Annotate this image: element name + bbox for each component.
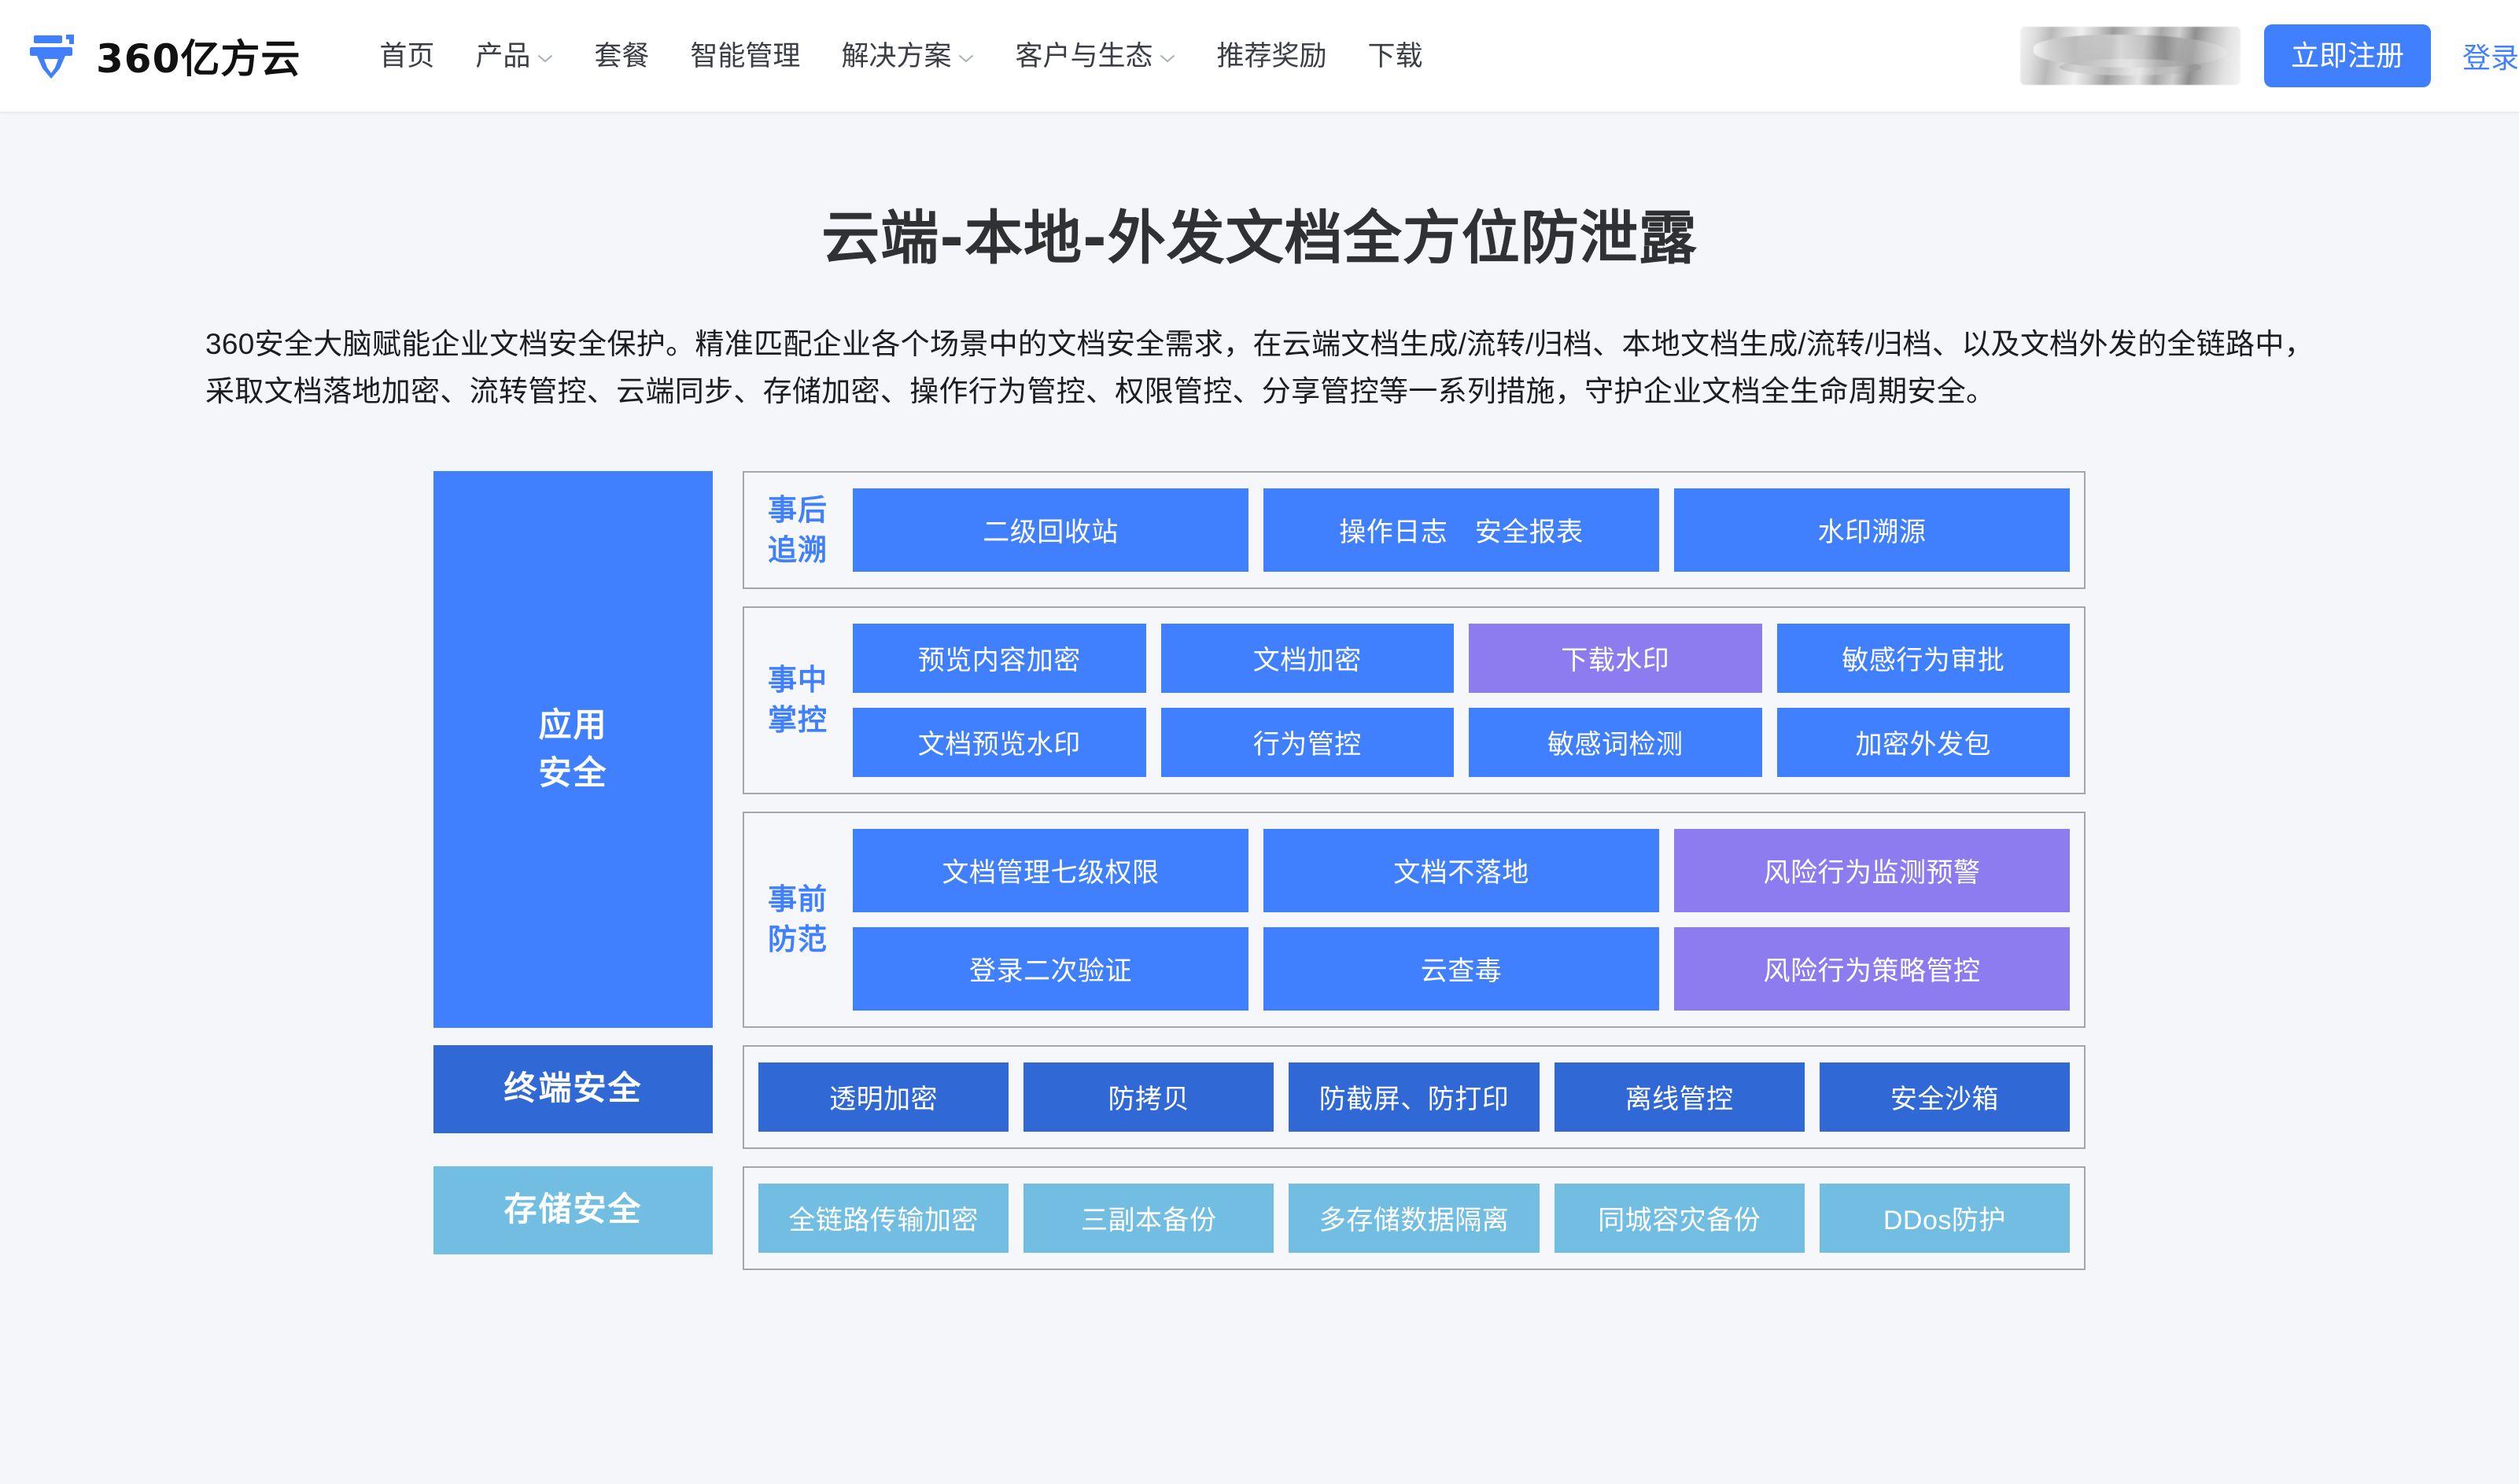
tile-watermark-tracing[interactable]: 水印溯源	[1674, 488, 2070, 572]
nav-item-label: 首页	[379, 40, 435, 72]
tile-seven-level-permissions[interactable]: 文档管理七级权限	[853, 828, 1248, 912]
storage-security-group: 全链路传输加密 三副本备份 多存储数据隔离 同城容灾备份 DDos防护	[743, 1165, 2086, 1270]
page-content: 云端-本地-外发文档全方位防泄露 360安全大脑赋能企业文档安全保护。精准匹配企…	[0, 191, 2519, 1270]
application-security-groups: 事后 追溯 二级回收站 操作日志 安全报表 水印溯源 事中	[743, 470, 2086, 1028]
nav-item-solutions[interactable]: 解决方案	[821, 42, 994, 70]
endpoint-security-tiles: 透明加密 防拷贝 防截屏、防打印 离线管控 安全沙箱	[758, 1062, 2070, 1132]
group-label-line2: 掌控	[768, 704, 828, 737]
application-security-section: 应用 安全 事后 追溯 二级回收站 操作日志 安全报表	[433, 470, 2086, 1028]
top-navigation-bar: 360亿方云 首页 产品 套餐 智能管理 解决方案 客户与生态	[0, 0, 2519, 112]
endpoint-security-label: 终端安全	[433, 1044, 713, 1133]
app-security-label-line1: 应用	[538, 705, 608, 743]
login-link[interactable]: 登录	[2462, 42, 2519, 74]
nav-item-label: 解决方案	[841, 40, 952, 72]
page-title: 云端-本地-外发文档全方位防泄露	[821, 204, 1698, 272]
tile-sensitive-action-approval[interactable]: 敏感行为审批	[1776, 623, 2070, 693]
endpoint-security-group: 透明加密 防拷贝 防截屏、防打印 离线管控 安全沙箱	[743, 1044, 2086, 1149]
chevron-down-icon	[958, 54, 974, 64]
nav-links: 首页 产品 套餐 智能管理 解决方案 客户与生态 推荐奖励	[359, 42, 1443, 70]
nav-item-download[interactable]: 下载	[1347, 42, 1443, 70]
app-security-label-line2: 安全	[538, 753, 608, 791]
storage-security-tiles: 全链路传输加密 三副本备份 多存储数据隔离 同城容灾备份 DDos防护	[758, 1183, 2070, 1253]
nav-item-label: 套餐	[594, 40, 650, 72]
tile-anti-copy[interactable]: 防拷贝	[1023, 1062, 1274, 1132]
group-label-pre-incident: 事前 防范	[758, 829, 837, 1011]
chevron-down-icon	[1160, 54, 1175, 64]
nav-item-label: 客户与生态	[1015, 40, 1153, 72]
tile-ddos-protection[interactable]: DDos防护	[1819, 1183, 2070, 1253]
group-label-line1: 事前	[768, 883, 828, 916]
nav-item-label: 推荐奖励	[1216, 40, 1327, 72]
tile-behavior-control[interactable]: 行为管控	[1160, 707, 1454, 777]
tile-secondary-recycle-bin[interactable]: 二级回收站	[853, 488, 1248, 572]
group-label-line1: 事中	[768, 664, 828, 697]
tile-triple-replica-backup[interactable]: 三副本备份	[1023, 1183, 1274, 1253]
storage-security-label: 存储安全	[433, 1165, 713, 1254]
application-security-label: 应用 安全	[433, 470, 713, 1028]
group-label-post-incident: 事后 追溯	[758, 488, 837, 572]
nav-item-products[interactable]: 产品	[455, 42, 574, 70]
nav-item-smart-management[interactable]: 智能管理	[669, 42, 821, 70]
tile-document-preview-watermark[interactable]: 文档预览水印	[853, 707, 1146, 777]
tile-full-link-transport-encryption[interactable]: 全链路传输加密	[758, 1183, 1009, 1253]
in-process-tiles: 预览内容加密 文档加密 下载水印 敏感行为审批 文档预览水印 行为管控 敏感词检…	[853, 623, 2070, 777]
blurred-user-avatar[interactable]	[2019, 27, 2241, 85]
nav-item-packages[interactable]: 套餐	[574, 42, 669, 70]
chevron-down-icon	[537, 54, 553, 64]
tile-risk-behavior-monitoring-alert[interactable]: 风险行为监测预警	[1674, 828, 2070, 912]
360-yifangyun-logo-icon	[27, 31, 82, 80]
nav-right-actions: 立即注册 登录	[2019, 24, 2519, 87]
nav-item-label: 智能管理	[690, 40, 801, 72]
brand-logo[interactable]: 360亿方云	[27, 28, 301, 84]
pre-incident-prevention-group: 事前 防范 文档管理七级权限 文档不落地 风险行为监测预警 登录二次验证 云查毒…	[743, 811, 2086, 1028]
storage-security-section: 存储安全 全链路传输加密 三副本备份 多存储数据隔离 同城容灾备份 DDos防护	[433, 1165, 2086, 1270]
tile-document-encryption[interactable]: 文档加密	[1160, 623, 1454, 693]
post-incident-traceability-group: 事后 追溯 二级回收站 操作日志 安全报表 水印溯源	[743, 470, 2086, 589]
tile-risk-behavior-policy-control[interactable]: 风险行为策略管控	[1674, 926, 2070, 1011]
hero-description: 360安全大脑赋能企业文档安全保护。精准匹配企业各个场景中的文档安全需求，在云端…	[205, 328, 2314, 408]
endpoint-security-section: 终端安全 透明加密 防拷贝 防截屏、防打印 离线管控 安全沙箱	[433, 1044, 2086, 1149]
tile-offline-control[interactable]: 离线管控	[1554, 1062, 1805, 1132]
nav-item-referral-rewards[interactable]: 推荐奖励	[1196, 42, 1347, 70]
tile-encrypted-outbound-package[interactable]: 加密外发包	[1776, 707, 2070, 777]
security-architecture-diagram: 应用 安全 事后 追溯 二级回收站 操作日志 安全报表	[433, 470, 2086, 1270]
nav-item-customers-ecosystem[interactable]: 客户与生态	[994, 42, 1196, 70]
brand-name: 360亿方云	[96, 36, 301, 82]
tile-anti-screenshot-anti-print[interactable]: 防截屏、防打印	[1289, 1062, 1540, 1132]
group-label-line2: 防范	[768, 923, 828, 956]
nav-item-label: 产品	[475, 40, 531, 72]
tile-security-sandbox[interactable]: 安全沙箱	[1819, 1062, 2070, 1132]
tile-cloud-antivirus[interactable]: 云查毒	[1263, 926, 1659, 1011]
tile-document-no-local-storage[interactable]: 文档不落地	[1263, 828, 1659, 912]
tile-sensitive-word-detection[interactable]: 敏感词检测	[1469, 707, 1762, 777]
register-button[interactable]: 立即注册	[2263, 24, 2431, 87]
tile-operation-log-security-report[interactable]: 操作日志 安全报表	[1263, 488, 1659, 572]
in-process-control-group: 事中 掌控 预览内容加密 文档加密 下载水印 敏感行为审批 文档预览水印 行为管…	[743, 606, 2086, 794]
tile-same-city-disaster-recovery-backup[interactable]: 同城容灾备份	[1554, 1183, 1805, 1253]
tile-download-watermark[interactable]: 下载水印	[1469, 623, 1762, 693]
tile-preview-content-encryption[interactable]: 预览内容加密	[853, 623, 1146, 693]
post-incident-tiles: 二级回收站 操作日志 安全报表 水印溯源	[853, 488, 2070, 572]
group-label-line1: 事后	[768, 493, 828, 526]
tile-login-two-factor-auth[interactable]: 登录二次验证	[853, 926, 1248, 1011]
nav-item-label: 下载	[1367, 40, 1423, 72]
group-label-in-process: 事中 掌控	[758, 624, 837, 777]
tile-multi-storage-data-isolation[interactable]: 多存储数据隔离	[1289, 1183, 1540, 1253]
tile-transparent-encryption[interactable]: 透明加密	[758, 1062, 1009, 1132]
group-label-line2: 追溯	[768, 533, 828, 566]
pre-incident-tiles: 文档管理七级权限 文档不落地 风险行为监测预警 登录二次验证 云查毒 风险行为策…	[853, 828, 2070, 1011]
nav-item-home[interactable]: 首页	[359, 42, 455, 70]
